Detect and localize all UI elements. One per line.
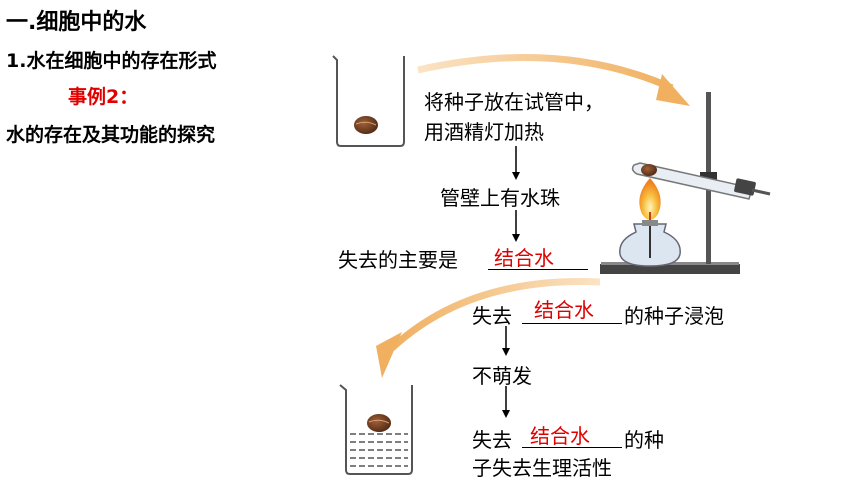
topic-title: 水的存在及其功能的探究 xyxy=(6,124,216,146)
down-arrow-3 xyxy=(502,326,510,356)
seed-icon xyxy=(354,116,378,134)
step4-suffix: 的种子浸泡 xyxy=(624,304,724,328)
step5-text: 不萌发 xyxy=(472,364,532,388)
step1-line2: 用酒精灯加热 xyxy=(424,120,544,144)
subsection-title: 1.水在细胞中的存在形式 xyxy=(6,50,217,72)
section-title: 一.细胞中的水 xyxy=(6,10,147,35)
step4-underline xyxy=(522,323,622,324)
step4-prefix: 失去 xyxy=(472,304,512,328)
test-tube-icon xyxy=(631,162,771,200)
step6-line2: 子失去生理活性 xyxy=(472,456,612,480)
curved-arrow-top xyxy=(417,54,690,106)
down-arrow-2 xyxy=(512,210,520,242)
step6-suffix: 的种 xyxy=(624,428,664,452)
beaker-with-water-icon xyxy=(339,384,413,475)
down-arrow-4 xyxy=(502,386,510,418)
step6-prefix: 失去 xyxy=(472,428,512,452)
step6-answer: 结合水 xyxy=(530,424,590,448)
step3-prefix: 失去的主要是 xyxy=(338,248,458,272)
down-arrow-1 xyxy=(512,146,520,180)
curved-arrow-bottom xyxy=(376,278,601,378)
flame-icon xyxy=(639,178,661,222)
step6-underline xyxy=(522,447,622,448)
step2-text: 管壁上有水珠 xyxy=(440,186,560,210)
step4-answer: 结合水 xyxy=(534,298,594,322)
alcohol-lamp-icon xyxy=(619,220,681,267)
step1-line1: 将种子放在试管中， xyxy=(424,90,604,114)
step3-underline xyxy=(488,269,588,270)
beaker-icon xyxy=(332,55,405,147)
example-label: 事例2： xyxy=(68,86,139,108)
step3-answer: 结合水 xyxy=(494,246,554,270)
